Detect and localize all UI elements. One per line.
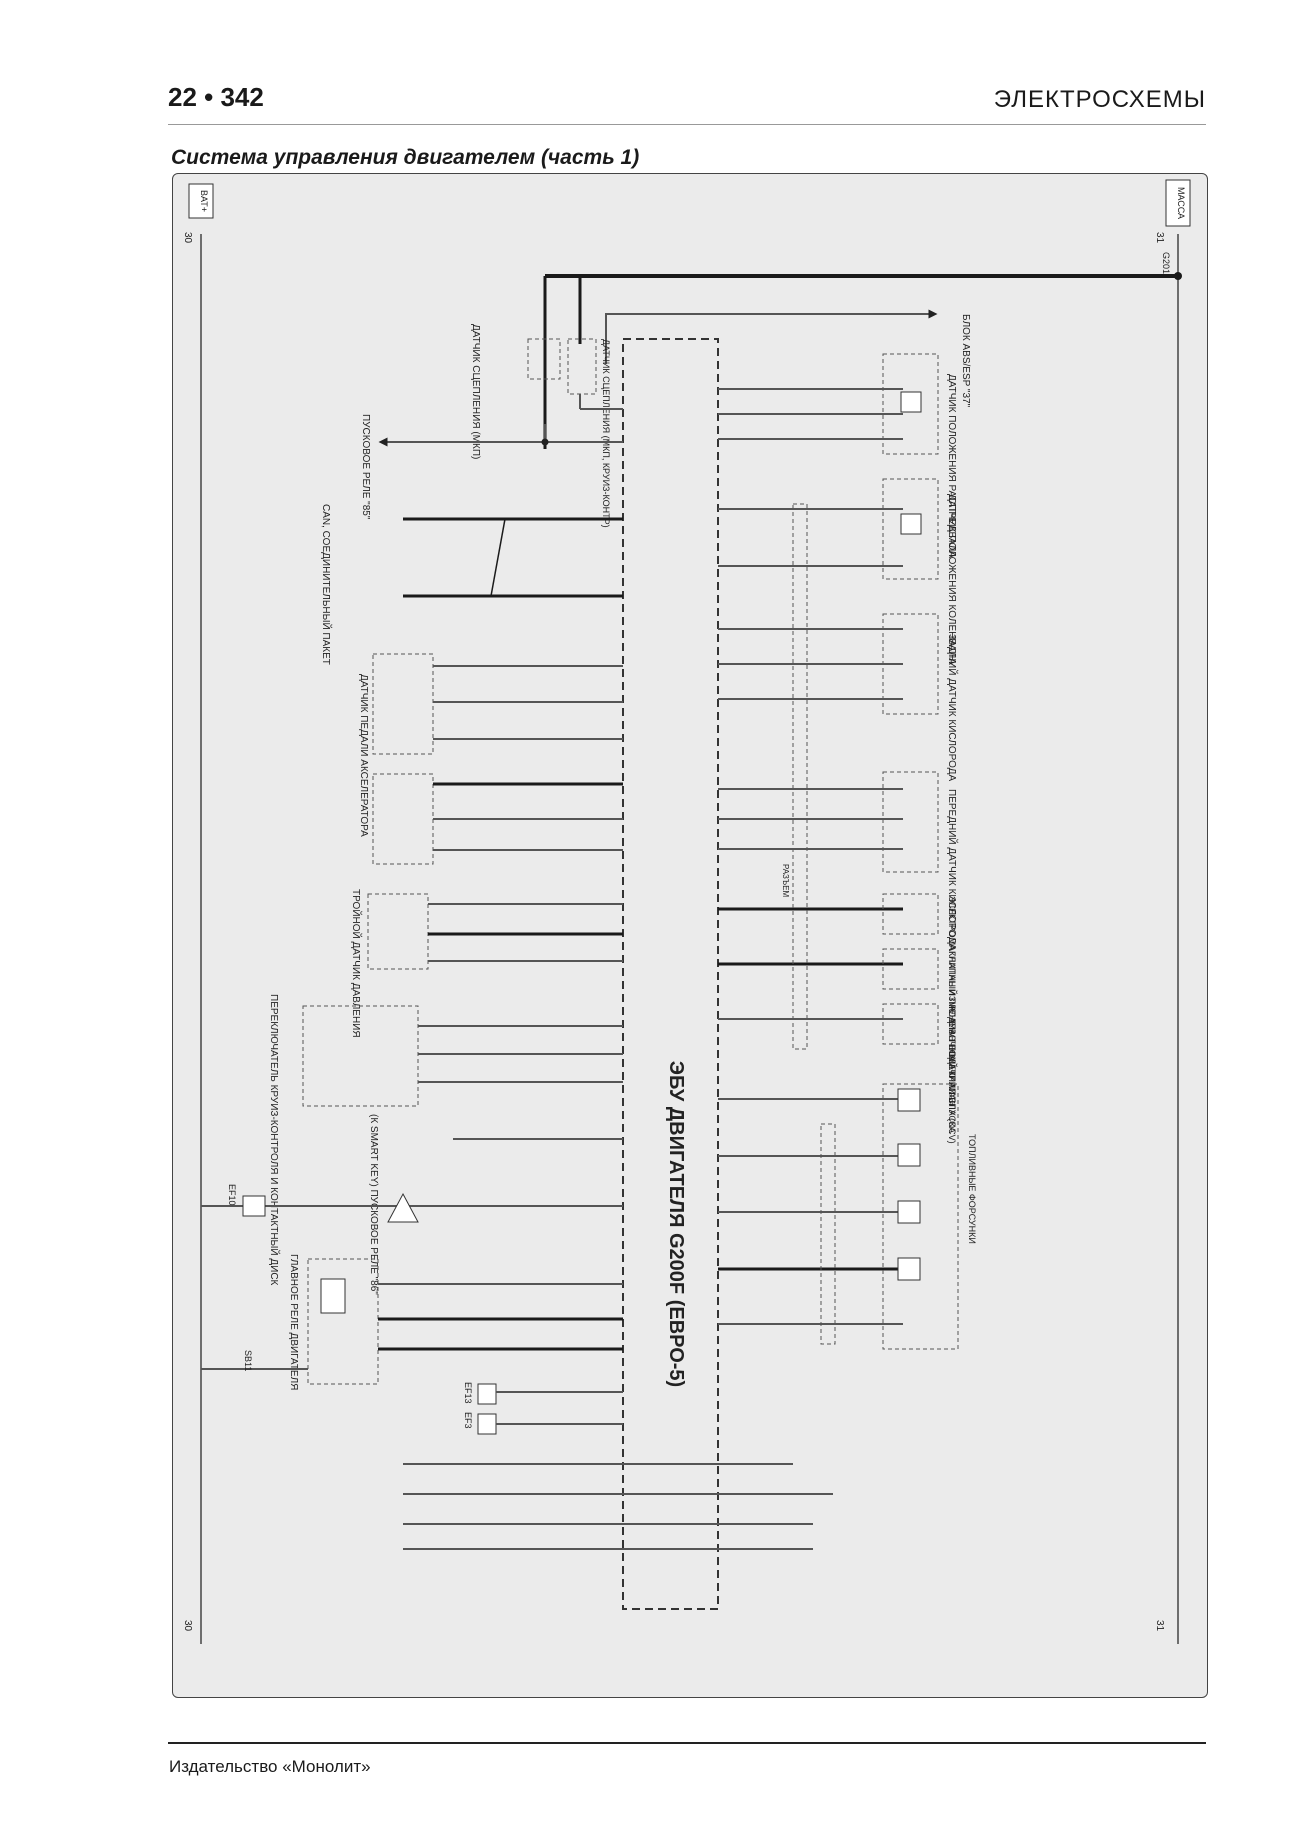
- intake-valve-box: [882, 948, 939, 990]
- left-rail-num-top: 30: [182, 232, 193, 244]
- injector-3: [897, 1200, 921, 1224]
- ground-symbol: [387, 1192, 419, 1223]
- fuse-ef13: [477, 1383, 497, 1405]
- start-relay-label: ПУСКОВОЕ РЕЛЕ "85": [360, 414, 371, 520]
- cruise-switch-label: ПЕРЕКЛЮЧАТЕЛЬ КРУИЗ-КОНТРОЛЯ И КОНТАКТНЫ…: [268, 994, 281, 1286]
- rear-o2-box: [882, 613, 939, 715]
- main-relay-coil: [320, 1278, 346, 1314]
- fuse-sb11-label: SB11: [243, 1350, 253, 1371]
- oil-valve-box: [882, 1003, 939, 1045]
- purge-valve-label: ЭЛЕКТРОМАГНИТНЫЙ ПРОДУВОЧНЫЙ КЛАПАН: [947, 896, 958, 1107]
- accel-pedal-label: ДАТЧИК ПЕДАЛИ АКСЕЛЕРАТОРА: [358, 674, 369, 837]
- razem-bus-2: [820, 1123, 836, 1345]
- abs-wire: [605, 313, 873, 364]
- cam-sensor-box: [882, 353, 939, 455]
- razem-label: РАЗЪЕМ: [781, 864, 790, 898]
- fuse-ef13-label: EF13: [463, 1382, 473, 1404]
- fuse-ef10-label: EF10: [227, 1184, 237, 1206]
- fuse-ef3: [477, 1413, 497, 1435]
- start-relay-2-label: (К SMART KEY) ПУСКОВОЕ РЕЛЕ "86": [368, 1114, 379, 1295]
- diagram-title: Система управления двигателем (часть 1): [171, 146, 640, 169]
- section-title: ЭЛЕКТРОСХЕМЫ: [993, 86, 1206, 113]
- ecu-title: ЭБУ ДВИГАТЕЛЯ G200F (ЕВРО-5): [665, 1061, 687, 1387]
- cruise-switch-box: [302, 1005, 419, 1107]
- abs-block-label: БЛОК ABS/ESP "37": [960, 314, 971, 408]
- can-twist: [490, 518, 506, 597]
- front-o2-label: ПЕРЕДНИЙ ДАТЧИК КИСЛОРОДА: [946, 789, 959, 951]
- crank-sensor-sym: [900, 513, 922, 535]
- injector-2: [897, 1143, 921, 1167]
- cam-sensor-sym: [900, 391, 922, 413]
- crank-sensor-box: [882, 478, 939, 580]
- ac-pressure-label: ТРОЙНОЙ ДАТЧИК ДАВЛЕНИЯ: [350, 889, 363, 1038]
- clutch-switch: [527, 338, 561, 380]
- footer-rule: [168, 1742, 1206, 1744]
- rear-o2-label: ЗАДНИЙ ДАТЧИК КИСЛОРОДА: [946, 634, 959, 781]
- bat-tag: [188, 183, 214, 219]
- can-package-label: CAN, СОЕДИНИТЕЛЬНЫЙ ПАКЕТ: [320, 504, 333, 665]
- ecu-box: [622, 338, 719, 1610]
- accel-pedal-box-2: [372, 773, 434, 865]
- junction-clutch: [541, 438, 549, 446]
- ac-pressure-box: [367, 893, 429, 970]
- header-rule: [168, 124, 1206, 125]
- ground-connector-label: G201: [1161, 252, 1171, 274]
- main-relay-box: [307, 1258, 379, 1385]
- right-rail-num-bottom: 31: [1154, 1620, 1165, 1632]
- left-rail-num-bottom: 30: [182, 1620, 193, 1632]
- publisher: Издательство «Монолит»: [169, 1757, 371, 1776]
- ground-junction: [1174, 272, 1182, 280]
- crank-sensor-label: ДАТЧИК ПОЛОЖЕНИЯ КОЛЕНВАЛА: [946, 494, 957, 665]
- main-relay-label: ГЛАВНОЕ РЕЛЕ ДВИГАТЕЛЯ: [288, 1254, 299, 1390]
- injector-1: [897, 1088, 921, 1112]
- cam-sensor-label: ДАТЧИК ПОЛОЖЕНИЯ РАСПРЕДВАЛА: [946, 374, 957, 558]
- injector-4: [897, 1257, 921, 1281]
- clutch-switch-2-label: ДАТЧИК СЦЕПЛЕНИЯ (МКП, КРУИЗ-КОНТР): [601, 339, 611, 528]
- injectors-box: [882, 1083, 959, 1350]
- front-o2-box: [882, 771, 939, 873]
- oil-valve-label: КЛАПАН ПОДАЧИ МАСЛА (OCV): [947, 1006, 957, 1144]
- wiring-diagram: BAT+ МАССА 30 31 30 31 G201 БЛОК ABS/ESP…: [172, 173, 1208, 1698]
- injectors-label: ТОПЛИВНЫЕ ФОРСУНКИ: [967, 1134, 977, 1244]
- razem-bus: [792, 503, 808, 1050]
- clutch-switch-label: ДАТЧИК СЦЕПЛЕНИЯ (МКП): [470, 324, 481, 459]
- fuse-ef3-label: EF3: [463, 1412, 473, 1429]
- bat-tag-label: BAT+: [199, 190, 209, 212]
- fuse-ef10: [242, 1195, 266, 1217]
- intake-valve-label: КЛАПАН ИЗМЕНЕН. ГЕОМЕТРИИ ВПУСКА: [947, 951, 957, 1133]
- right-rail-num-top: 31: [1154, 232, 1165, 244]
- mass-tag: [1165, 179, 1191, 227]
- accel-pedal-box-1: [372, 653, 434, 755]
- wiring-diagram-svg: BAT+ МАССА 30 31 30 31 G201 БЛОК ABS/ESP…: [182, 179, 1191, 1644]
- purge-valve-box: [882, 893, 939, 935]
- clutch-switch-2: [567, 338, 597, 395]
- mass-tag-label: МАССА: [1176, 187, 1186, 219]
- page-number: 22 • 342: [168, 82, 264, 112]
